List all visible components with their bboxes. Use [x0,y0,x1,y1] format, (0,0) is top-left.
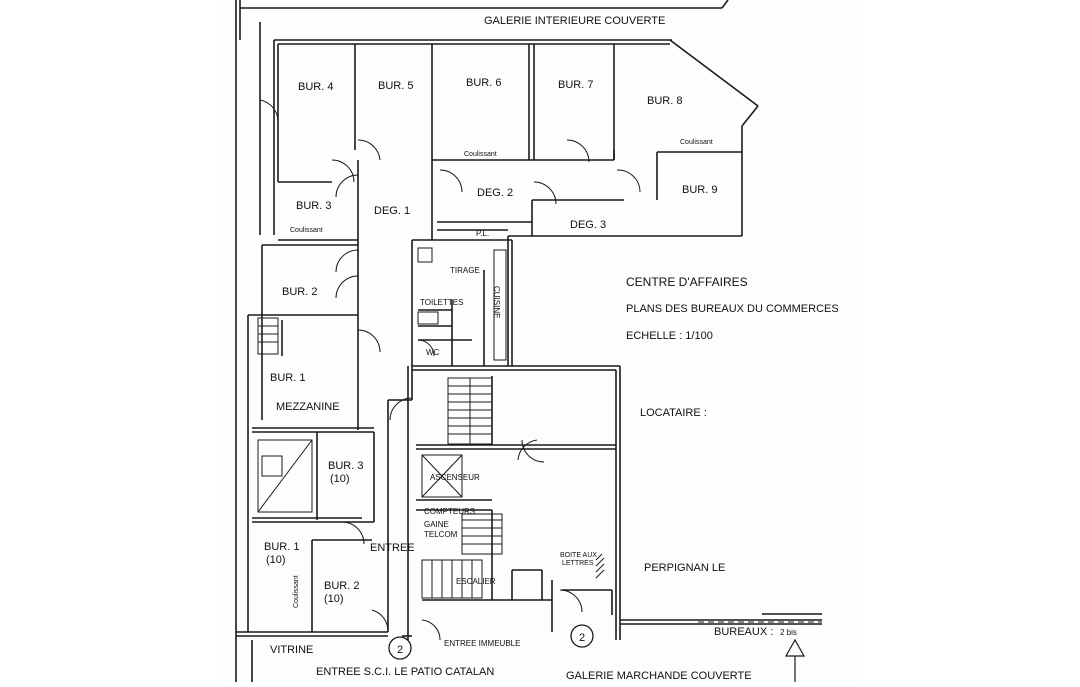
room-toilettes: TOILETTES [420,298,463,307]
marker-circle-2 [570,624,594,648]
showcase-label: VITRINE [270,644,313,656]
offices-ref-number: 2 bis [780,628,797,637]
elevator-shaft [257,439,463,513]
offices-ref-label: BUREAUX : [714,626,773,638]
room-bur2-lower: BUR. 2 [324,580,359,592]
room-bur3-lower: BUR. 3 [328,460,363,472]
room-telcom: TELCOM [424,530,458,539]
mailbox-label-1: BOITE AUX [560,552,597,559]
room-bur5: BUR. 5 [378,80,413,92]
sliding-door-bur6: Coulissant [464,151,497,158]
room-bur1-lower-area: (10) [266,554,286,566]
room-pl: P.L. [476,229,489,238]
sanitary-fixtures [417,247,507,361]
room-compteurs: COMPTEURS [424,507,475,516]
section-markers: 2 2 [388,624,594,660]
room-bur2-lower-area: (10) [324,593,344,605]
bottom-gallery-label: GALERIE MARCHANDE COUVERTE [566,670,752,682]
room-ascenseur: ASCENSEUR [430,473,480,482]
marker-2-label: 2 [579,632,585,644]
room-bur9: BUR. 9 [682,184,717,196]
marker-1-label: 2 [397,644,403,656]
plan-subtitle: PLANS DES BUREAUX DU COMMERCES [626,303,839,315]
room-cuisine: CUISINE [492,286,501,318]
floor-plan-drawing: 2 2 BUR. 4 BUR. 5 BUR. 6 BUR. 7 BUR. 8 B… [235,0,839,682]
city-label: PERPIGNAN LE [644,562,725,574]
room-labels: BUR. 4 BUR. 5 BUR. 6 BUR. 7 BUR. 8 BUR. … [264,77,717,608]
marker-circle-1 [388,636,412,660]
door-swings [259,99,641,641]
sliding-door-bur8: Coulissant [680,139,713,146]
mailbox-label-2: LETTRES [562,560,594,567]
room-bur1-lower: BUR. 1 [264,541,299,553]
room-bur6: BUR. 6 [466,77,501,89]
room-mezzanine: MEZZANINE [276,401,340,413]
room-tirage: TIRAGE [450,266,480,275]
right-margin [858,0,1080,682]
room-deg2: DEG. 2 [477,187,513,199]
room-wc: WC [426,348,440,357]
entrance-building-label: ENTREE IMMEUBLE [444,639,520,648]
left-margin [0,0,222,682]
room-deg3: DEG. 3 [570,219,606,231]
room-bur8: BUR. 8 [647,95,682,107]
room-gaine: GAINE [424,520,449,529]
stairs [257,317,503,599]
tenant-label: LOCATAIRE : [640,407,707,419]
room-deg1: DEG. 1 [374,205,410,217]
room-bur4: BUR. 4 [298,81,333,93]
sliding-door-side: Coulissant [293,575,300,608]
direction-triangle-icon [784,638,806,682]
room-bur3: BUR. 3 [296,200,331,212]
room-bur2: BUR. 2 [282,286,317,298]
plan-scale: ECHELLE : 1/100 [626,330,713,342]
room-bur3-lower-area: (10) [330,473,350,485]
room-entree: ENTREE [370,542,415,554]
plan-captions: GALERIE INTERIEURE COUVERTE CENTRE D'AFF… [270,15,839,682]
room-escalier: ESCALIER [456,577,496,586]
mailbox-hatch [595,553,605,579]
plan-title: CENTRE D'AFFAIRES [626,275,748,289]
entrance-sci-label: ENTREE S.C.I. LE PATIO CATALAN [316,666,494,678]
room-bur7: BUR. 7 [558,79,593,91]
walls [235,0,822,682]
top-gallery-label: GALERIE INTERIEURE COUVERTE [484,15,665,27]
sliding-door-bur3: Coulissant [290,227,323,234]
floor-plan-sheet: 2 2 BUR. 4 BUR. 5 BUR. 6 BUR. 7 BUR. 8 B… [222,0,858,682]
room-bur1: BUR. 1 [270,372,305,384]
